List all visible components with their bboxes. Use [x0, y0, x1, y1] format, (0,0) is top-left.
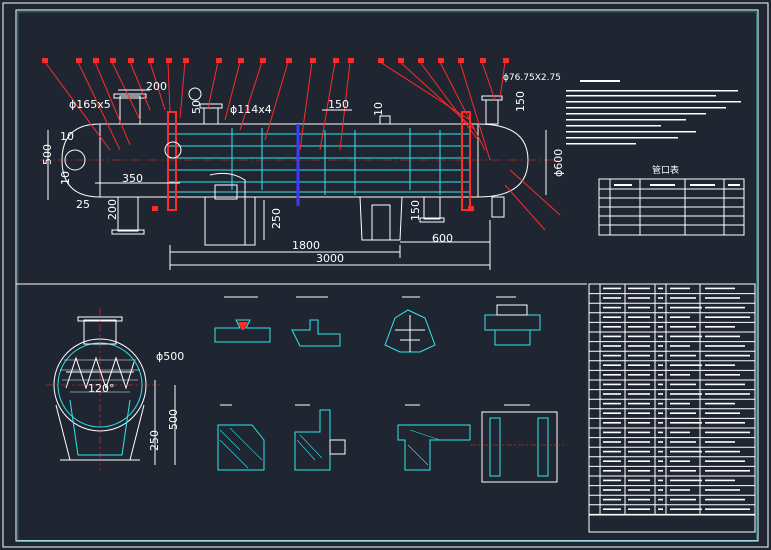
dim-phi114: ϕ114x4: [230, 103, 272, 116]
dim-phi165: ϕ165x5: [69, 98, 111, 111]
frame-cyan: [17, 11, 757, 541]
dim-200-top: 200: [146, 80, 167, 93]
dim-3000: 3000: [316, 252, 344, 265]
dim-phi600-right: ϕ600: [552, 149, 565, 177]
dim-250-h: 250: [148, 430, 161, 451]
side-view: [45, 308, 176, 470]
dim-150-nozzle: 150: [514, 91, 527, 112]
bom-table: [588, 283, 756, 533]
dim-120-deg: 120°: [88, 382, 115, 395]
main-elevation: [40, 58, 561, 270]
dim-10-left: 10: [60, 130, 74, 143]
dim-150-top: 150: [328, 98, 349, 111]
dim-10-top: 10: [372, 102, 385, 116]
dim-25: 25: [76, 198, 90, 211]
detail-views-row2: [217, 404, 565, 483]
dim-500-h: 500: [167, 409, 180, 430]
dim-600: 600: [432, 232, 453, 245]
dim-1800: 1800: [292, 239, 320, 252]
right-head: [477, 123, 529, 198]
dim-phi500: ϕ500: [156, 350, 184, 363]
shell-body: [99, 123, 479, 198]
dim-50-left: 50: [190, 100, 203, 114]
detail-views-row1: [214, 296, 541, 353]
dim-150-low: 150: [409, 200, 422, 221]
dim-200-low: 200: [106, 199, 119, 220]
inner-frame: [15, 9, 759, 542]
nozzle-table-title: 管口表: [652, 164, 679, 176]
dim-10-inner: 10: [59, 171, 72, 185]
dim-350: 350: [122, 172, 143, 185]
dim-250: 250: [270, 208, 283, 229]
technical-notes: [566, 80, 741, 145]
dim-500-left: 500: [41, 144, 54, 165]
nozzle-table: 管口表: [598, 164, 745, 236]
dim-phi76: ϕ76.75X2.75: [503, 73, 561, 83]
